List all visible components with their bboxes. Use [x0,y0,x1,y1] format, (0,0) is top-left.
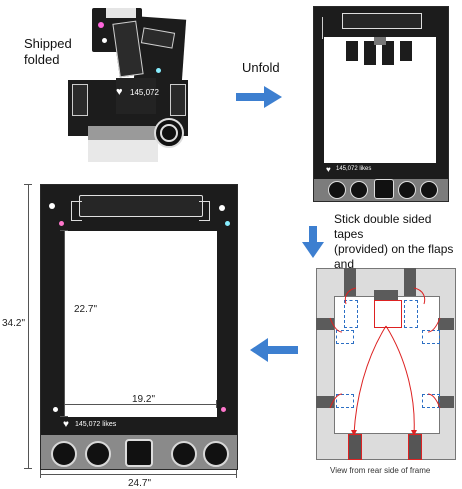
outer-width-ruler [40,474,236,475]
home-icon [51,441,77,467]
inner-width-ruler [64,404,216,405]
rear-view-caption: View from rear side of frame [330,466,431,475]
inner-width-label: 19.2" [132,394,156,405]
heart-icon: ♥ [63,419,69,430]
search-icon [85,441,111,467]
heart-icon: ♥ [116,86,123,98]
folded-frame-image: ♥ 145,072 [62,8,202,166]
outer-height-ruler [28,184,29,468]
outer-width-label: 24.7" [128,478,152,489]
arrow-down-icon [302,226,324,258]
likes-count-small: 145,072 [130,88,159,97]
camera-icon [125,439,153,467]
inner-height-label: 22.7" [74,304,98,315]
likes-label-small: 145,072 likes [336,166,372,172]
assembled-frame-image: ♥ 145,072 likes [40,184,238,470]
arrow-right-icon [236,86,282,108]
unfold-label: Unfold [242,60,280,75]
rear-view-opening [334,296,440,434]
user-icon [203,441,229,467]
shipped-folded-label: Shipped folded [24,36,72,67]
heart-icon: ♥ [326,165,331,174]
arrow-left-icon [250,338,298,362]
heart-icon [171,441,197,467]
unfolded-frame-image: ♥ 145,072 likes [313,6,449,202]
fold-arrows-icon [329,287,441,436]
inner-height-ruler [64,230,65,416]
photo-opening [65,231,217,417]
likes-label: 145,072 likes [75,421,117,428]
outer-height-label: 34.2" [2,318,26,329]
